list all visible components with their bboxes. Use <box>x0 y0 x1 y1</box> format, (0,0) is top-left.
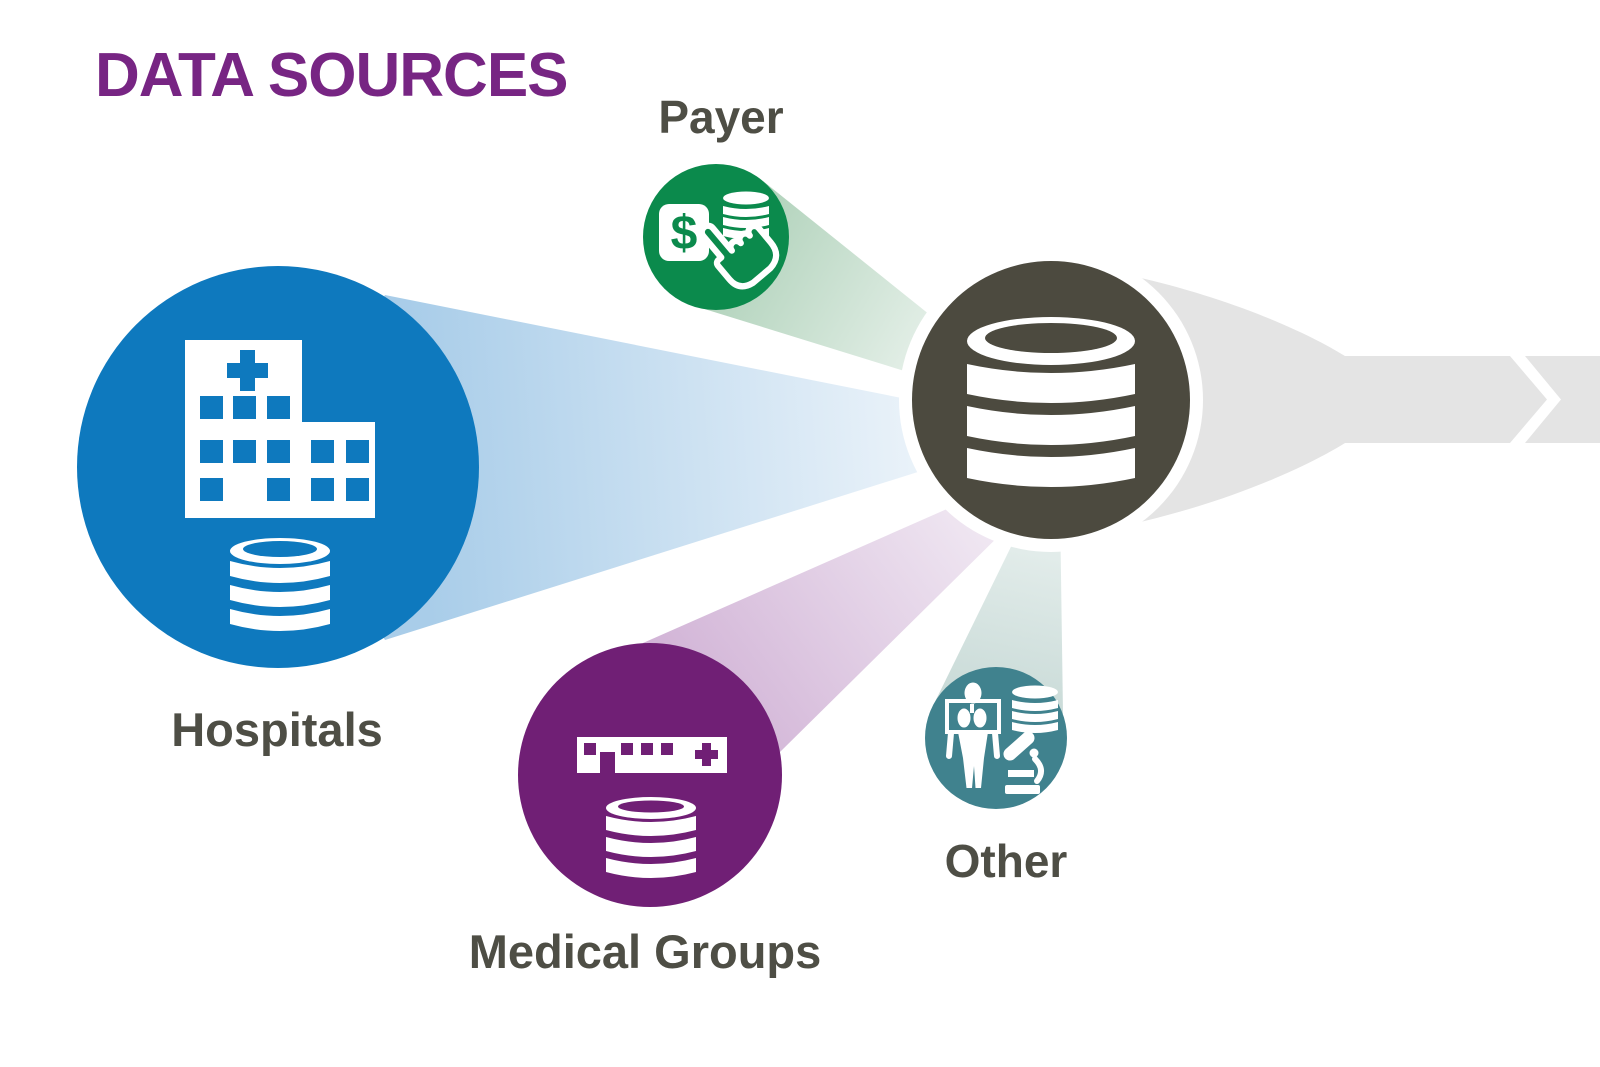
hospitals-database-icon <box>230 538 330 631</box>
medical-groups-label: Medical Groups <box>468 925 822 978</box>
source-other <box>925 667 1067 809</box>
click-hand-icon <box>698 222 780 290</box>
source-hospitals <box>77 266 479 668</box>
other-database-icon <box>1012 685 1058 733</box>
payment-card-icon: $ <box>659 204 709 261</box>
medical-groups-circle <box>518 643 782 907</box>
medical-groups-database-icon <box>606 797 696 878</box>
hospital-building-icon <box>185 340 375 518</box>
clinic-building-icon <box>577 737 727 773</box>
chevron-right-band <box>1525 356 1600 443</box>
source-medical-groups <box>518 643 782 907</box>
microscope-icon <box>1003 731 1044 794</box>
hospitals-label: Hospitals <box>171 703 383 756</box>
payer-label: Payer <box>658 91 784 143</box>
source-payer: $ <box>643 164 789 310</box>
database-icon <box>967 317 1135 487</box>
xray-person-icon <box>945 682 1001 788</box>
page-title: DATA SOURCES <box>95 41 569 110</box>
dollar-sign: $ <box>671 207 698 260</box>
other-label: Other <box>944 835 1068 887</box>
